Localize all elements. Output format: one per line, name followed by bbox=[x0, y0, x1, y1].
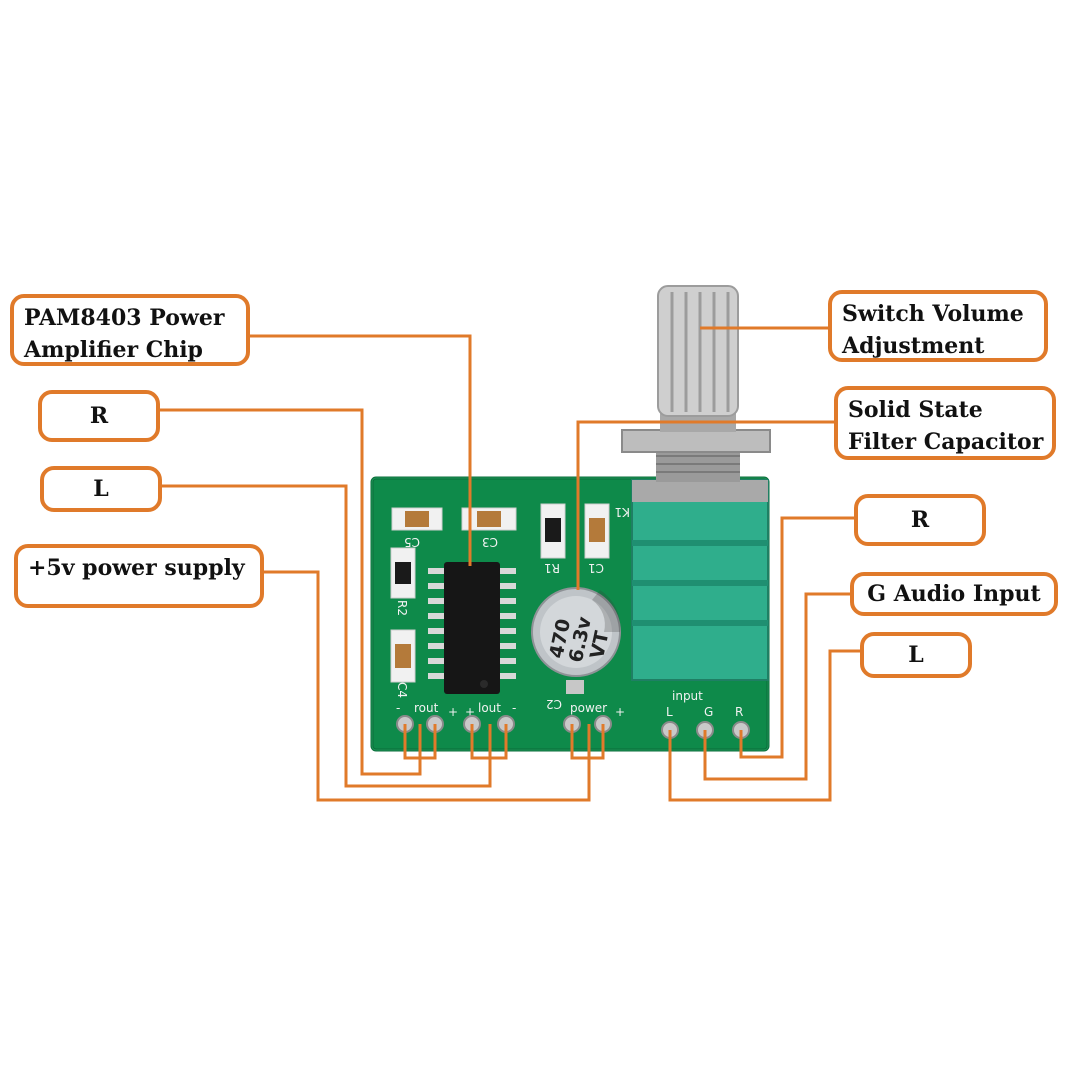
pam8403-chip bbox=[428, 562, 516, 694]
label-in-l: L bbox=[666, 705, 673, 719]
callout-power-supply-label: +5v power supply bbox=[28, 555, 245, 581]
label-in-r: R bbox=[735, 705, 743, 719]
callout-capacitor: Solid State Filter Capacitor bbox=[834, 386, 1056, 460]
leader-left-l bbox=[160, 484, 492, 788]
label-c1: C1 bbox=[588, 561, 604, 575]
callout-volume-line2: Adjustment bbox=[842, 333, 985, 359]
leader-capacitor bbox=[576, 420, 836, 590]
callout-volume-line1: Switch Volume bbox=[842, 301, 1024, 327]
label-k1: K1 bbox=[614, 505, 630, 519]
leader-right-r bbox=[739, 516, 856, 759]
label-r2: R2 bbox=[395, 600, 409, 616]
pad-pair-connectors bbox=[403, 724, 605, 760]
label-c4: C4 bbox=[395, 682, 409, 698]
callout-power-supply: +5v power supply bbox=[14, 544, 264, 608]
label-lout: lout bbox=[478, 701, 501, 715]
leader-audio-input bbox=[703, 592, 852, 781]
callout-right-r-label: R bbox=[910, 507, 930, 533]
callout-left-l-label: L bbox=[93, 476, 109, 502]
leader-right-l bbox=[668, 649, 862, 802]
label-minus-2: - bbox=[512, 701, 516, 715]
silkscreen-labels: C5 C3 R1 C1 K1 R2 C4 C2 rout lout power … bbox=[395, 505, 743, 719]
label-plus-1: + bbox=[448, 705, 458, 719]
callout-chip-line1: PAM8403 Power bbox=[24, 305, 225, 331]
label-minus-1: - bbox=[396, 701, 400, 715]
callout-left-l: L bbox=[40, 466, 162, 512]
callout-audio-input: G Audio Input bbox=[850, 572, 1058, 616]
smd-components bbox=[390, 503, 610, 683]
callout-right-r: R bbox=[854, 494, 986, 546]
callout-chip: PAM8403 Power Amplifier Chip bbox=[10, 294, 250, 366]
callout-audio-input-label: G Audio Input bbox=[867, 581, 1041, 607]
label-rout: rout bbox=[414, 701, 439, 715]
leader-power-supply bbox=[262, 570, 591, 802]
callout-left-r-label: R bbox=[89, 403, 109, 429]
filter-capacitor: 470 6.3v VT bbox=[531, 587, 621, 694]
label-in-g: G bbox=[704, 705, 713, 719]
leader-lines bbox=[158, 326, 862, 802]
callout-volume: Switch Volume Adjustment bbox=[828, 290, 1048, 362]
label-r1: R1 bbox=[544, 561, 560, 575]
label-c2: C2 bbox=[546, 697, 562, 711]
label-power: power bbox=[570, 701, 607, 715]
callout-chip-line2: Amplifier Chip bbox=[24, 337, 203, 363]
label-input: input bbox=[672, 689, 703, 703]
callout-right-l-label: L bbox=[908, 642, 924, 668]
label-c5: C5 bbox=[404, 535, 420, 549]
label-plus-2: + bbox=[465, 705, 475, 719]
leader-chip bbox=[248, 334, 472, 566]
callout-right-l: L bbox=[860, 632, 972, 678]
callout-left-r: R bbox=[38, 390, 160, 442]
label-c3: C3 bbox=[482, 535, 498, 549]
callout-capacitor-line2: Filter Capacitor bbox=[848, 429, 1044, 455]
callout-capacitor-line1: Solid State bbox=[848, 397, 983, 423]
volume-potentiometer bbox=[621, 285, 771, 681]
label-plus-3: + bbox=[615, 705, 625, 719]
